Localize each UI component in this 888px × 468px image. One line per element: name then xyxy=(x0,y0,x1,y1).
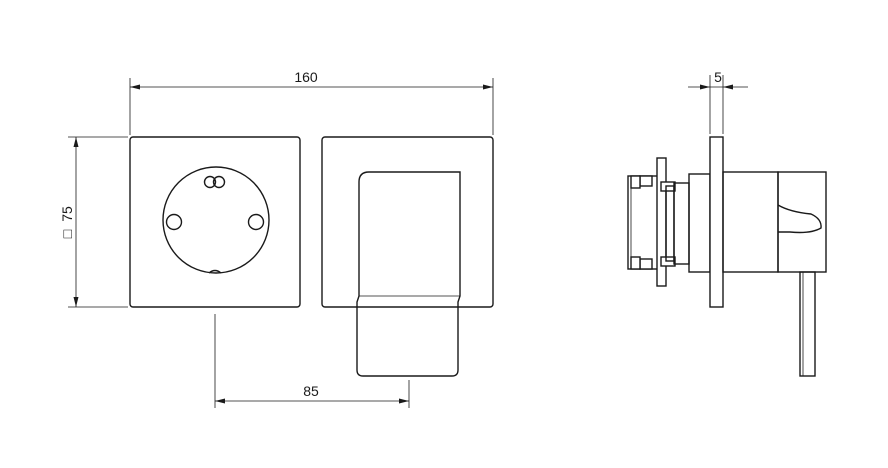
side-view: 5 xyxy=(627,69,827,377)
socket-face xyxy=(162,166,270,274)
dimension-spacing: 85 xyxy=(214,314,410,408)
dimension-height: □ 75 xyxy=(59,136,128,308)
dimension-label-square-symbol: □ xyxy=(59,229,75,238)
dimension-plate-thickness: 5 xyxy=(688,69,748,134)
dimension-label-75: 75 xyxy=(59,206,75,222)
mixer-plate xyxy=(321,136,494,377)
dimension-label-160: 160 xyxy=(294,69,318,85)
dimension-overall-width: 160 xyxy=(129,69,494,135)
socket-hole-left xyxy=(165,213,183,231)
dimension-label-5: 5 xyxy=(714,69,722,85)
socket-hole-right xyxy=(247,213,265,231)
socket-plate xyxy=(129,136,301,308)
dimension-label-85: 85 xyxy=(303,383,319,399)
